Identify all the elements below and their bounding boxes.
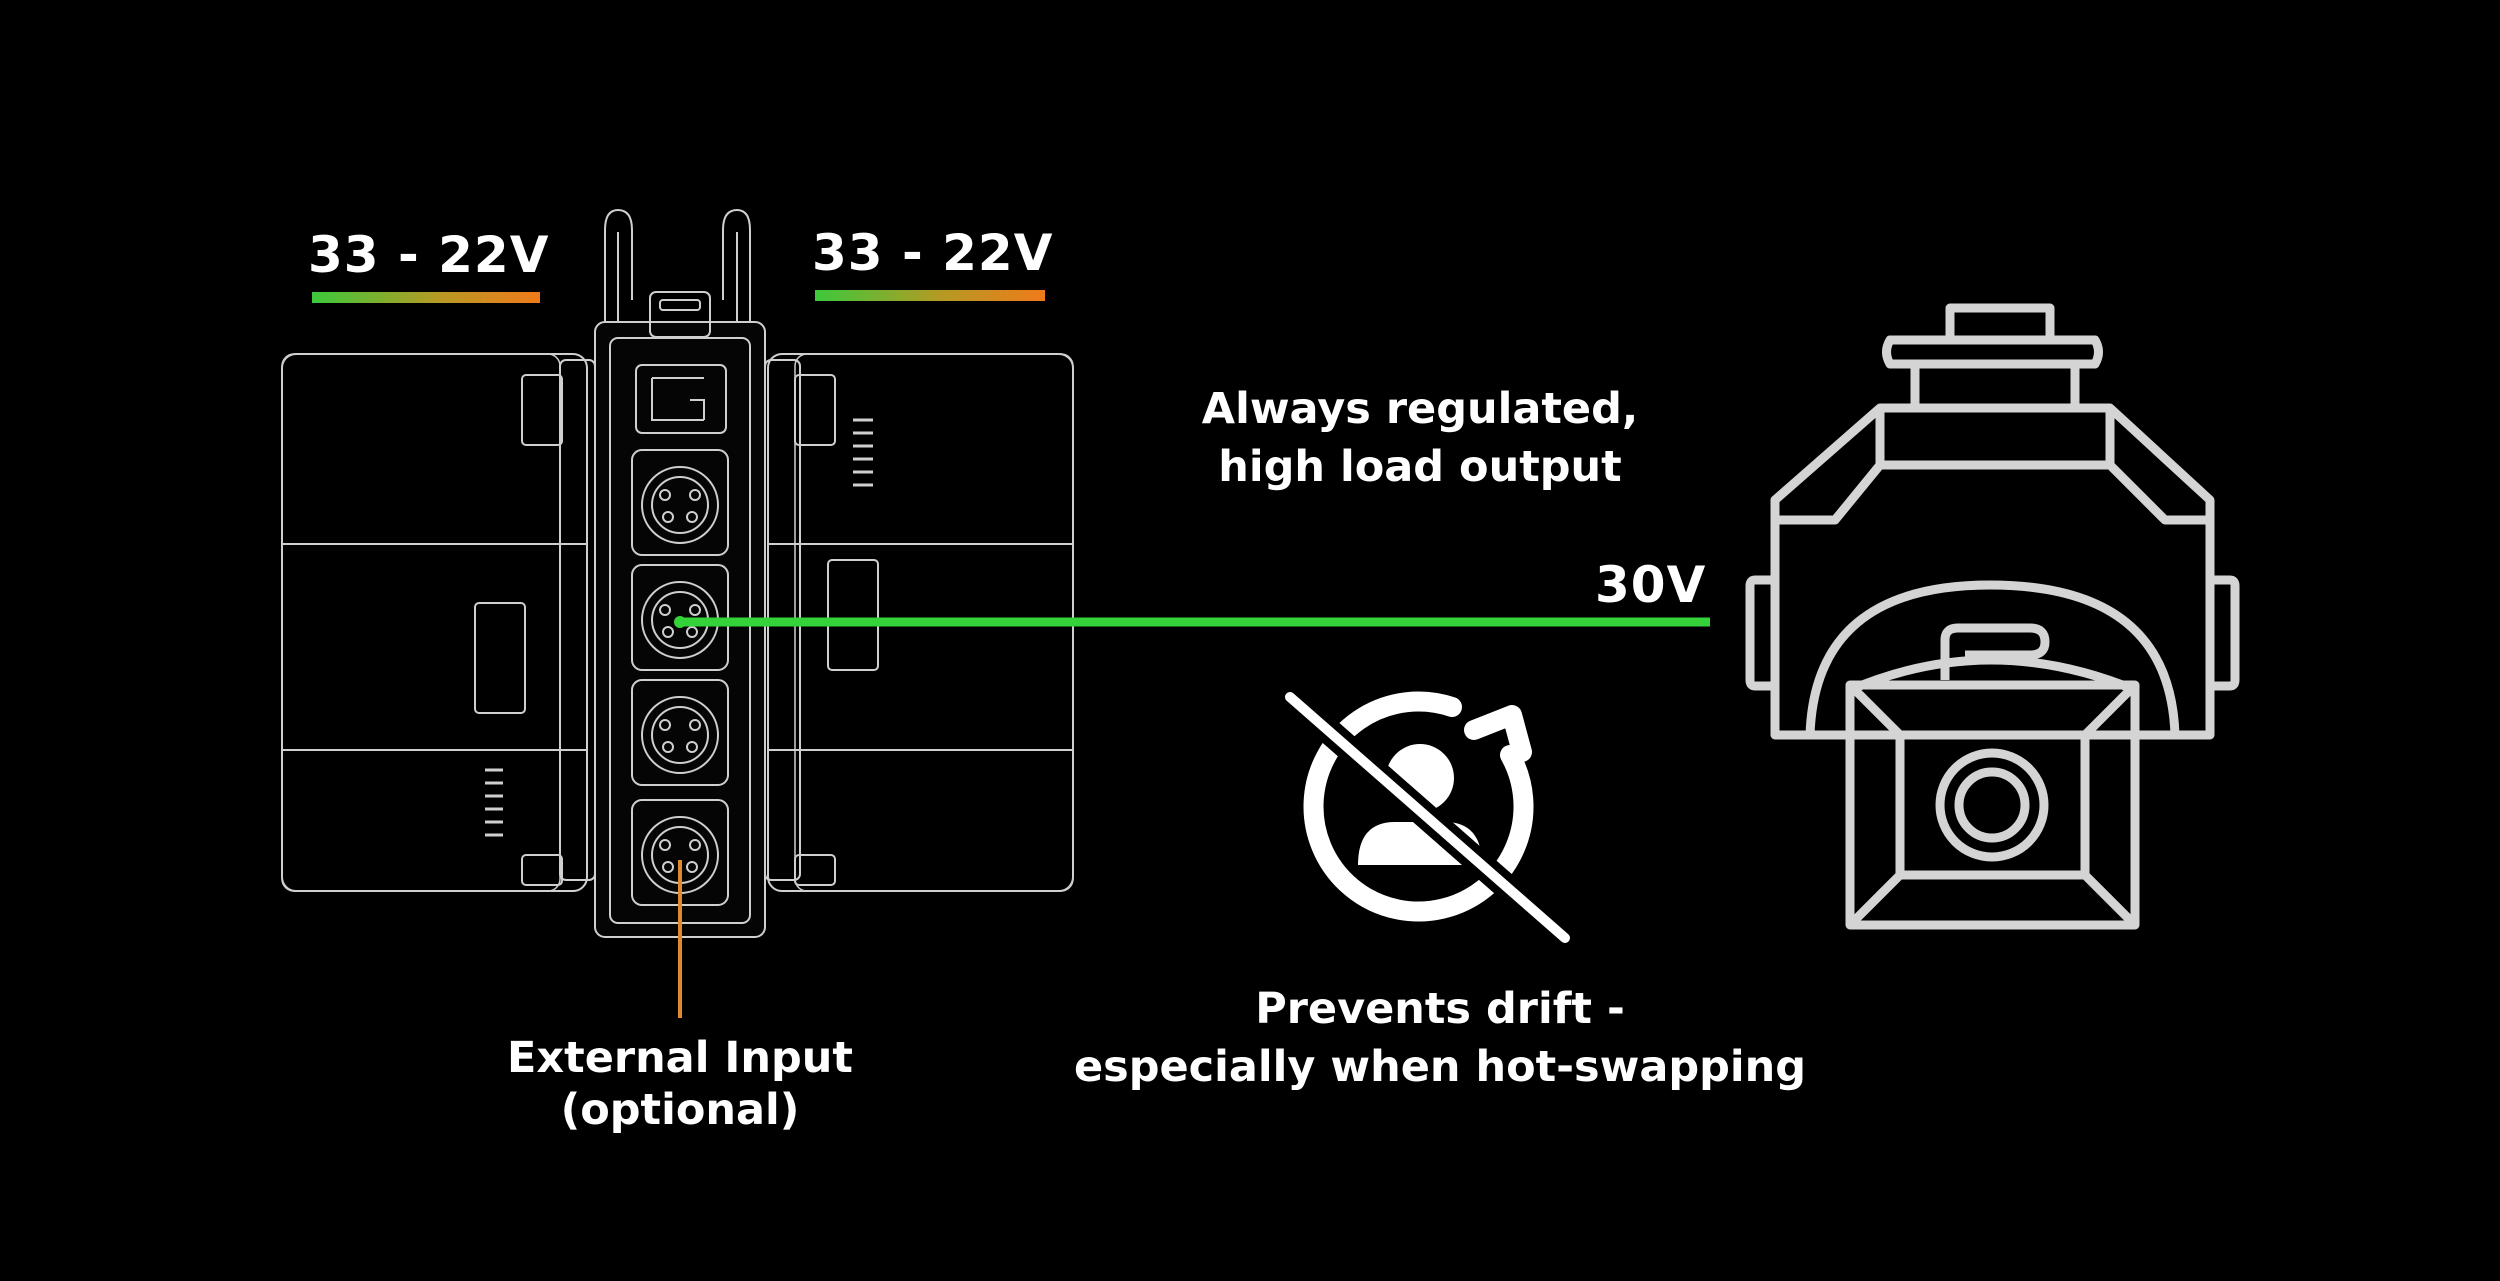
drift-line-1: Prevents drift - bbox=[1255, 984, 1625, 1034]
gimbal-head-icon bbox=[1745, 303, 2240, 930]
drift-caption: Prevents drift - especially when hot-swa… bbox=[1000, 980, 1880, 1096]
no-operator-icon bbox=[1281, 687, 1574, 948]
output-voltage: 30V bbox=[1595, 556, 1707, 614]
regulated-output-caption: Always regulated, high load output bbox=[1120, 380, 1720, 496]
rotate-arrow-icon bbox=[1464, 705, 1532, 762]
left-voltage-bar bbox=[312, 292, 540, 303]
external-line-1: External Input bbox=[507, 1033, 853, 1083]
regulated-line-1: Always regulated, bbox=[1201, 384, 1639, 434]
right-battery-voltage: 33 - 22V bbox=[812, 224, 1054, 282]
drift-line-2: especially when hot-swapping bbox=[1073, 1042, 1807, 1092]
regulated-line-2: high load output bbox=[1218, 442, 1622, 492]
external-input-caption: External Input (optional) bbox=[430, 1032, 930, 1136]
right-voltage-bar bbox=[815, 290, 1045, 301]
power-hub-icon bbox=[281, 208, 1074, 938]
external-line-2: (optional) bbox=[560, 1085, 800, 1135]
left-battery-voltage: 33 - 22V bbox=[308, 226, 550, 284]
